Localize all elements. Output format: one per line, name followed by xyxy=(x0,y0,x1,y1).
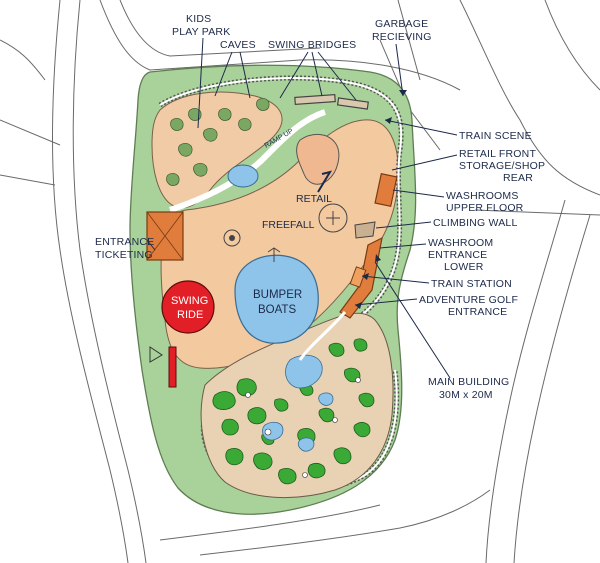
label-retail-front-1: RETAIL FRONT xyxy=(459,148,536,160)
label-adventure-golf-1: ADVENTURE GOLF xyxy=(419,294,518,306)
bumper-boats-pool xyxy=(234,247,319,344)
label-washroom-entrance-3: LOWER xyxy=(444,261,484,273)
path-walkway xyxy=(169,109,326,213)
label-train-station: TRAIN STATION xyxy=(431,278,512,290)
label-swing-ride-2: RIDE xyxy=(177,309,203,321)
golf-hole-markers xyxy=(245,377,361,478)
freefall-structure xyxy=(318,203,348,233)
leader-lines xyxy=(146,37,458,379)
swing-ride xyxy=(161,280,215,334)
arrow-markers xyxy=(355,90,407,309)
golf-entrance-path xyxy=(298,311,347,361)
label-washrooms-1: WASHROOMS xyxy=(446,190,519,202)
swing-bridges xyxy=(294,93,369,110)
side-attraction-bar xyxy=(168,346,177,388)
label-retail-front-3: REAR xyxy=(503,172,533,184)
label-main-building-1: MAIN BUILDING xyxy=(428,376,509,388)
kids-park-pond xyxy=(227,164,259,188)
label-train-scene: TRAIN SCENE xyxy=(459,130,532,142)
kids-park-features xyxy=(166,98,270,186)
label-climbing-wall: CLIMBING WALL xyxy=(433,217,517,229)
label-freefall: FREEFALL xyxy=(262,219,315,231)
label-bumper-boats-1: BUMPER xyxy=(253,289,302,301)
label-washroom-entrance-2: ENTRANCE xyxy=(428,249,487,261)
retail-front-storage xyxy=(374,172,398,208)
entrance-ticketing-building xyxy=(146,211,184,261)
climbing-wall-structure xyxy=(354,221,376,239)
label-kids-play-park-1: KIDS xyxy=(186,13,211,25)
label-garbage-2: RECIEVING xyxy=(372,31,432,43)
label-adventure-golf-2: ENTRANCE xyxy=(448,306,507,318)
retail-arrow xyxy=(317,170,333,193)
label-washrooms-2: UPPER FLOOR xyxy=(446,202,524,214)
label-swing-ride-1: SWING xyxy=(171,295,208,307)
label-main-building-2: 30M x 20M xyxy=(439,389,493,401)
train-station-platform xyxy=(349,266,367,288)
label-retail: RETAIL xyxy=(296,193,332,205)
triangle-marker xyxy=(149,346,163,363)
label-washroom-entrance-1: WASHROOM xyxy=(428,237,493,249)
label-garbage-1: GARBAGE xyxy=(375,18,428,30)
label-entrance-2: TICKETING xyxy=(95,249,153,261)
label-retail-front-2: STORAGE/SHOP xyxy=(459,160,545,172)
label-swing-bridges: SWING BRIDGES xyxy=(268,39,356,51)
plaza-fountain xyxy=(223,229,241,247)
label-caves: CAVES xyxy=(220,39,256,51)
label-bumper-boats-2: BOATS xyxy=(258,304,296,316)
label-entrance-1: ENTRANCE xyxy=(95,236,154,248)
golf-water-features xyxy=(262,354,334,452)
label-kids-play-park-2: PLAY PARK xyxy=(172,26,230,38)
